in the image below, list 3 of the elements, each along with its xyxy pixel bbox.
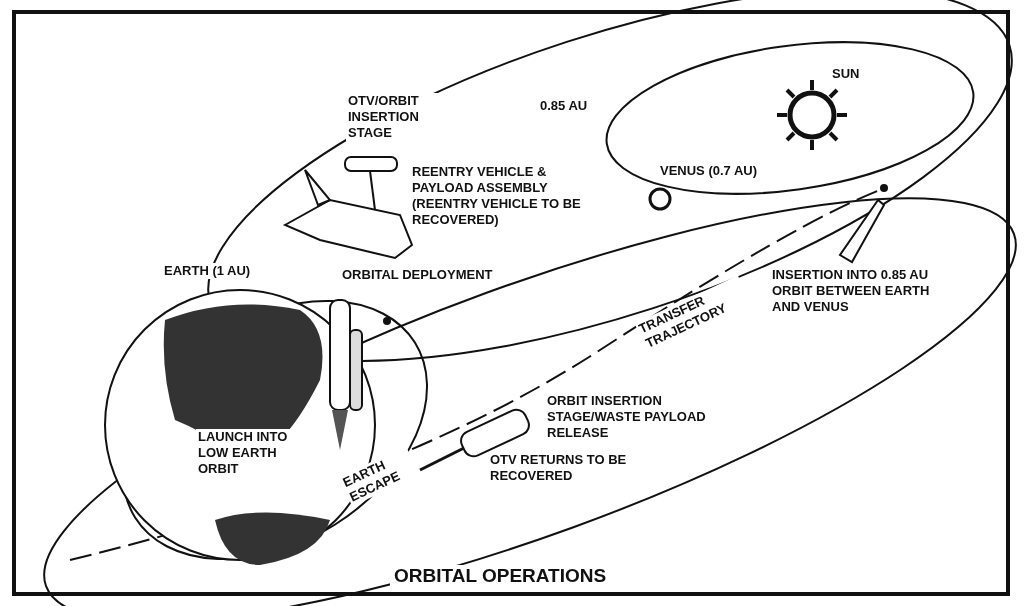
label-text: OTV/ORBIT INSERTION STAGE	[346, 93, 440, 141]
label-text: VENUS (0.7 AU)	[658, 163, 760, 179]
label-text: EARTH (1 AU)	[162, 263, 253, 279]
